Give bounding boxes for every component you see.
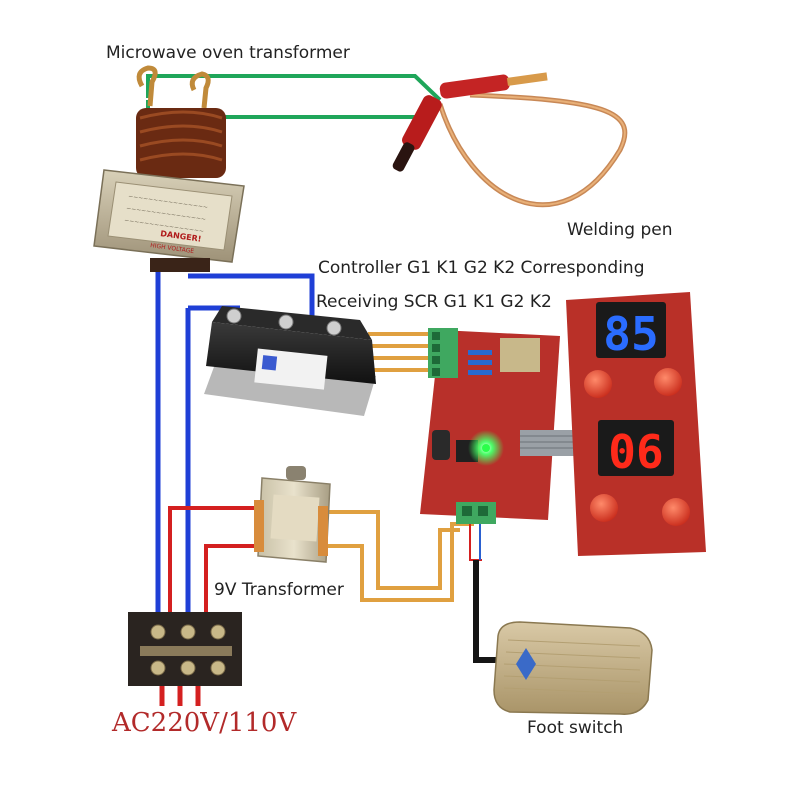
mot-terminal-left [136, 65, 158, 107]
orange-wire-2 [322, 522, 474, 602]
display-buttons [584, 368, 690, 526]
display-button-4 [662, 498, 690, 526]
tb-screw-1 [150, 624, 166, 640]
display-panel: 85 06 [566, 292, 706, 556]
red-display-value: 06 [608, 425, 663, 479]
label-foot-switch: Foot switch [527, 718, 624, 738]
tb-screw-3 [210, 624, 226, 640]
display-button-3 [590, 494, 618, 522]
red-wire-1 [168, 506, 264, 640]
foot-switch-logo [516, 648, 536, 680]
display-button-2 [654, 368, 682, 396]
tb-screw-4 [150, 660, 166, 676]
control-pcb [420, 328, 576, 524]
mot-label-plate [107, 181, 233, 251]
pen-handle-right [439, 74, 510, 99]
red-wires [159, 506, 264, 706]
orange-wires [322, 332, 474, 602]
pcb-ribbon-cable [520, 430, 576, 456]
blue-display-bg [596, 302, 666, 358]
pen-cable [437, 92, 628, 208]
blue-display-value: 85 [603, 307, 658, 361]
display-button-1 [584, 370, 612, 398]
pcb-led [482, 444, 490, 452]
tb-screw-2 [180, 624, 196, 640]
label-welding-pen: Welding pen [567, 220, 673, 240]
label-ac-input: AC220V/110V [112, 708, 297, 738]
welding-pen [392, 72, 628, 208]
red-wire-2 [204, 544, 264, 640]
foot-switch [493, 621, 653, 715]
mot-base [150, 258, 210, 272]
label-controller-line1: Controller G1 K1 G2 K2 Corresponding [318, 258, 645, 278]
pcb-capacitor [432, 430, 450, 460]
red-display-bg [598, 420, 674, 476]
label-9v-transformer: 9V Transformer [214, 580, 344, 600]
tb-screw-5 [180, 660, 196, 676]
scr-module [204, 306, 376, 416]
foot-switch-body [493, 621, 653, 715]
scr-screws [226, 308, 342, 336]
pcb-relay [500, 338, 540, 372]
transformer-9v [254, 466, 331, 563]
tf9v-label [270, 494, 320, 542]
blue-wires [155, 262, 315, 640]
green-wire-top [146, 74, 442, 102]
orange-wire-1 [322, 510, 460, 590]
mot-coil [136, 108, 226, 178]
pen-handle-upper [402, 95, 442, 150]
mot-terminal-right [189, 71, 211, 109]
terminal-block [128, 612, 242, 686]
tb-screw-6 [210, 660, 226, 676]
tf9v-coil-left [254, 500, 264, 552]
microwave-transformer: ~~~~~~~~~~~~~~~~ ~~~~~~~~~~~~~~~~ ~~~~~~… [93, 65, 245, 272]
label-microwave-transformer: Microwave oven transformer [106, 43, 350, 63]
label-controller-line2: Receiving SCR G1 K1 G2 K2 [316, 292, 552, 312]
blue-wire-right [188, 273, 315, 330]
tf9v-coil-right [318, 506, 328, 556]
